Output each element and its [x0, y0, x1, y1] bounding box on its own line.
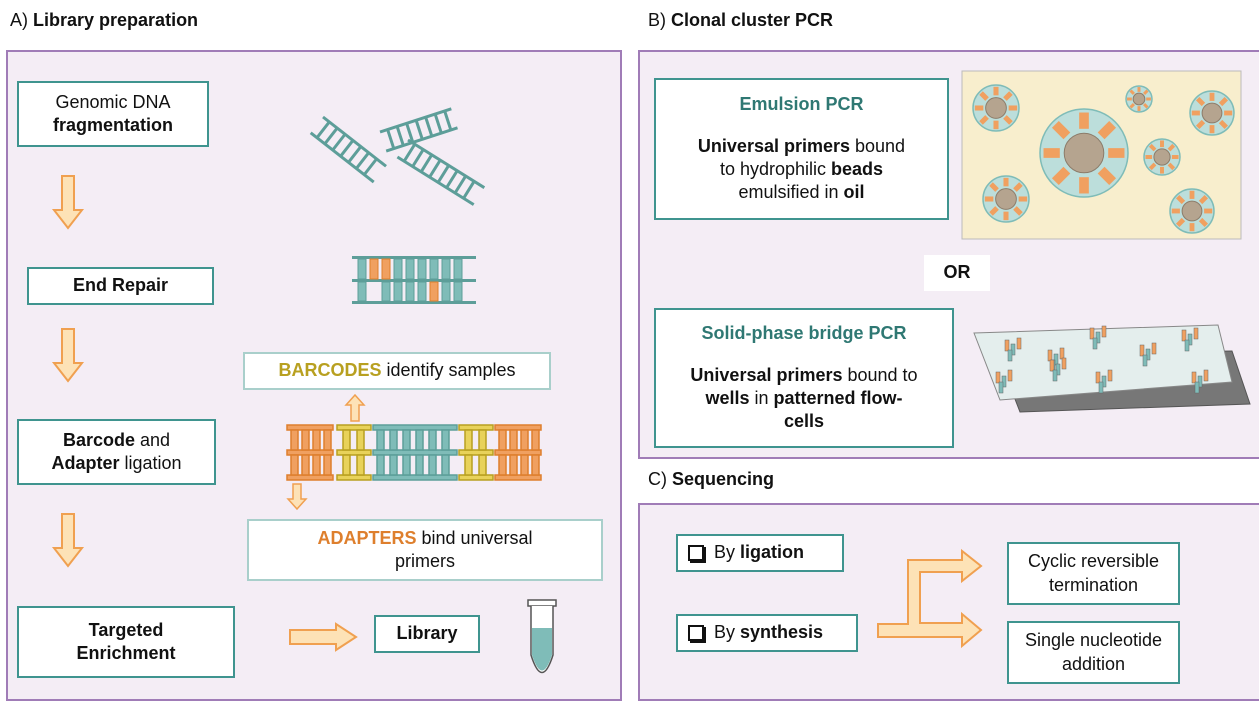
primer-mark — [1089, 327, 1095, 340]
primer-mark — [1052, 369, 1058, 382]
primer-mark — [1142, 354, 1148, 367]
bead-icon — [972, 84, 1235, 234]
enrichment-box: Targeted Enrichment — [17, 606, 235, 678]
primer-mark — [1049, 359, 1055, 372]
primer-mark — [1184, 339, 1190, 352]
cyclic-box: Cyclic reversible termination — [1007, 542, 1180, 605]
bead-icon — [972, 84, 1020, 132]
fork-arrow-icon — [877, 548, 983, 649]
primer-mark — [1092, 337, 1098, 350]
primer-mark — [1007, 369, 1013, 382]
primer-mark — [1098, 381, 1104, 394]
primer-mark — [1203, 369, 1209, 382]
primer-mark — [1151, 342, 1157, 355]
bead-icon — [1125, 85, 1153, 113]
primer-mark — [1187, 333, 1193, 346]
primer-mark — [1101, 375, 1107, 388]
emulsion-pcr-box: Emulsion PCR Universal primers bound to … — [654, 78, 949, 220]
ligation-box: Barcode and Adapter ligation — [17, 419, 216, 485]
primer-mark — [1004, 339, 1010, 352]
fragmentation-box: Genomic DNA fragmentation — [17, 81, 209, 147]
primer-mark — [998, 381, 1004, 394]
up-arrow-icon — [344, 393, 366, 422]
panel-b-title: B) Clonal cluster PCR — [648, 10, 834, 30]
primer-mark — [1194, 381, 1200, 394]
panel-c-title: C) Sequencing — [648, 469, 775, 489]
primer-mark — [1101, 325, 1107, 338]
bead-icon — [982, 175, 1030, 223]
primer-mark — [1055, 363, 1061, 376]
primer-mark — [1010, 343, 1016, 356]
flowcell-icon — [973, 324, 1251, 413]
tube-icon — [527, 599, 557, 674]
bead-icon — [1189, 90, 1235, 136]
library-box: Library — [374, 615, 480, 653]
primer-mark — [1095, 371, 1101, 384]
primer-mark — [1191, 371, 1197, 384]
primer-mark — [1095, 331, 1101, 344]
bead-icon — [1169, 188, 1215, 234]
by-synthesis-box[interactable]: By synthesis — [676, 614, 858, 652]
repaired-dna-icon — [352, 256, 476, 304]
panel-a-title: A) Library preparation — [10, 10, 199, 30]
bead-icon — [1143, 138, 1181, 176]
primer-mark — [1061, 357, 1067, 370]
end-repair-box: End Repair — [27, 267, 214, 305]
primer-mark — [1197, 375, 1203, 388]
primer-mark — [1007, 349, 1013, 362]
by-ligation-box[interactable]: By ligation — [676, 534, 844, 572]
primer-mark — [1016, 337, 1022, 350]
primer-mark — [1001, 375, 1007, 388]
primer-mark — [1193, 327, 1199, 340]
barcodes-box: BARCODES identify samples — [243, 352, 551, 390]
dna-fragment-icon — [309, 107, 486, 206]
down-arrow-icon — [286, 483, 308, 511]
primer-mark — [1181, 329, 1187, 342]
primer-mark — [1139, 344, 1145, 357]
single-nucleotide-box: Single nucleotide addition — [1007, 621, 1180, 684]
bead-icon — [1039, 108, 1129, 198]
primer-mark — [1145, 348, 1151, 361]
right-arrow-icon — [289, 622, 358, 652]
adapters-box: ADAPTERS bind universal primers — [247, 519, 603, 581]
bridge-pcr-box: Solid-phase bridge PCR Universal primers… — [654, 308, 954, 448]
primer-mark — [995, 371, 1001, 384]
checkbox-icon[interactable] — [688, 625, 704, 641]
ligated-construct-icon — [286, 424, 542, 481]
primer-mark — [1107, 369, 1113, 382]
checkbox-icon[interactable] — [688, 545, 704, 561]
or-label: OR — [924, 255, 990, 291]
